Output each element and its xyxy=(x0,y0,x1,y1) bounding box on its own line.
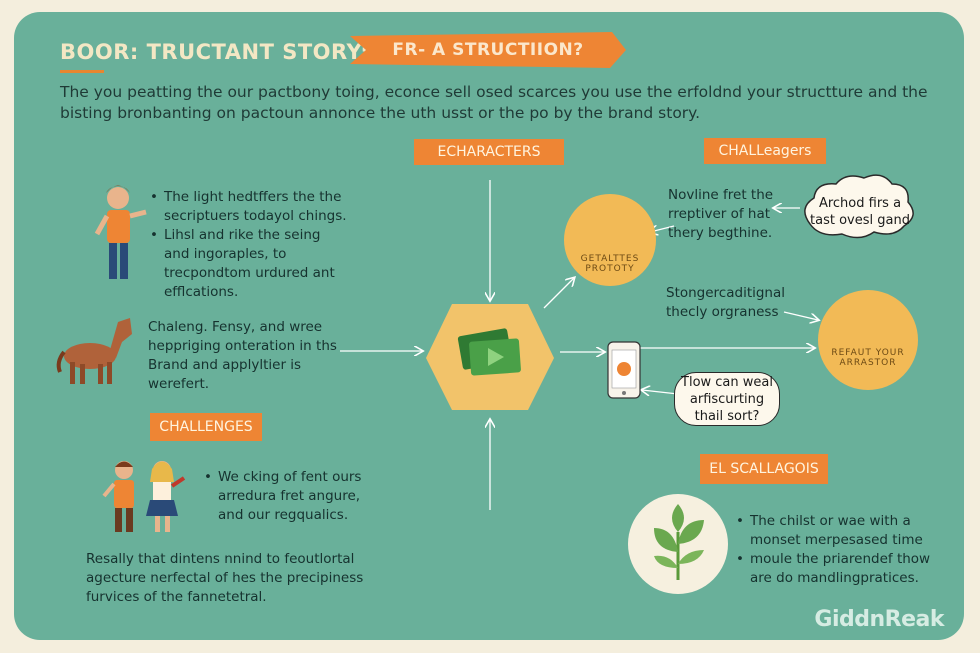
tag-challenges-label: CHALLENGES xyxy=(159,419,253,435)
children-icon xyxy=(102,461,186,532)
kids-bullet-1: We cking of fent ours arredura fret angu… xyxy=(204,468,364,525)
leaf-plant-icon xyxy=(654,504,704,580)
title-ribbon-text: FR- A STRUCTIION? xyxy=(392,40,584,60)
intro-paragraph: The you peatting the our pactbony toing,… xyxy=(60,83,928,122)
footer-text: Resally that dintens nnind to feoutlorta… xyxy=(86,551,364,605)
person-bullet-1: The light hedtffers the the secriptuers … xyxy=(150,188,350,226)
tag-el-scallagois: EL SCALLAGOIS xyxy=(700,454,828,484)
horse-icon xyxy=(56,318,132,384)
tag-characters-label: ECHARACTERS xyxy=(437,144,541,160)
tag-challeagers: CHALLeagers xyxy=(704,138,826,164)
bars-badge-label: REFAUT YOUR ARRASTOR xyxy=(831,348,905,368)
title-ribbon: FR- A STRUCTIION? xyxy=(350,32,626,68)
bars-badge: REFAUT YOUR ARRASTOR xyxy=(818,290,918,390)
coins-badge-label: GETALTTES PROTOTY xyxy=(580,254,640,274)
person-text: The light hedtffers the the secriptuers … xyxy=(150,188,350,302)
title-underline xyxy=(60,70,104,73)
tag-el-scallagois-label: EL SCALLAGOIS xyxy=(709,461,819,477)
page-title: BOOR: TRUCTANT STORY: xyxy=(60,40,370,64)
cloud-icon xyxy=(804,174,914,239)
arrow-bubble-to-phone xyxy=(642,390,679,394)
tag-challeagers-label: CHALLeagers xyxy=(718,143,812,159)
tag-challenges: CHALLENGES xyxy=(150,413,262,441)
arrow-center-to-coins xyxy=(543,278,574,309)
coins-badge: GETALTTES PROTOTY xyxy=(564,194,656,286)
arrow-text-to-bars xyxy=(783,311,818,320)
brand-watermark: GiddnReak xyxy=(814,607,944,632)
bottom-bullet-1: The chilst or wae with a monset merpesas… xyxy=(736,512,936,550)
boy-character-icon xyxy=(94,185,147,279)
bottom-bullet-2: moule the priarendef thow are do mandlin… xyxy=(736,550,936,588)
connector-layer xyxy=(56,174,914,594)
mid-note-text: Stongercaditignal thecly orgraness xyxy=(666,285,786,320)
tag-characters: ECHARACTERS xyxy=(414,139,564,165)
horse-text: Chaleng. Fensy, and wree heppriging onte… xyxy=(148,319,337,392)
person-bullet-2: Lihsl and rike the seing and ingoraples,… xyxy=(150,226,350,302)
infographic-board: BOOR: TRUCTANT STORY: FR- A STRUCTIION? … xyxy=(14,12,964,640)
question-bubble: Tlow can weal arfiscurting thail sort? xyxy=(674,372,780,426)
bottom-right-text: The chilst or wae with a monset merpesas… xyxy=(736,512,936,588)
phone-icon xyxy=(607,341,641,399)
top-note-text: Novline fret the rreptiver of hat thery … xyxy=(668,187,774,241)
money-icon xyxy=(457,328,521,376)
cloud-text: Archod firs a tast ovesl gand xyxy=(810,196,910,228)
kids-text: We cking of fent ours arredura fret angu… xyxy=(204,468,364,525)
